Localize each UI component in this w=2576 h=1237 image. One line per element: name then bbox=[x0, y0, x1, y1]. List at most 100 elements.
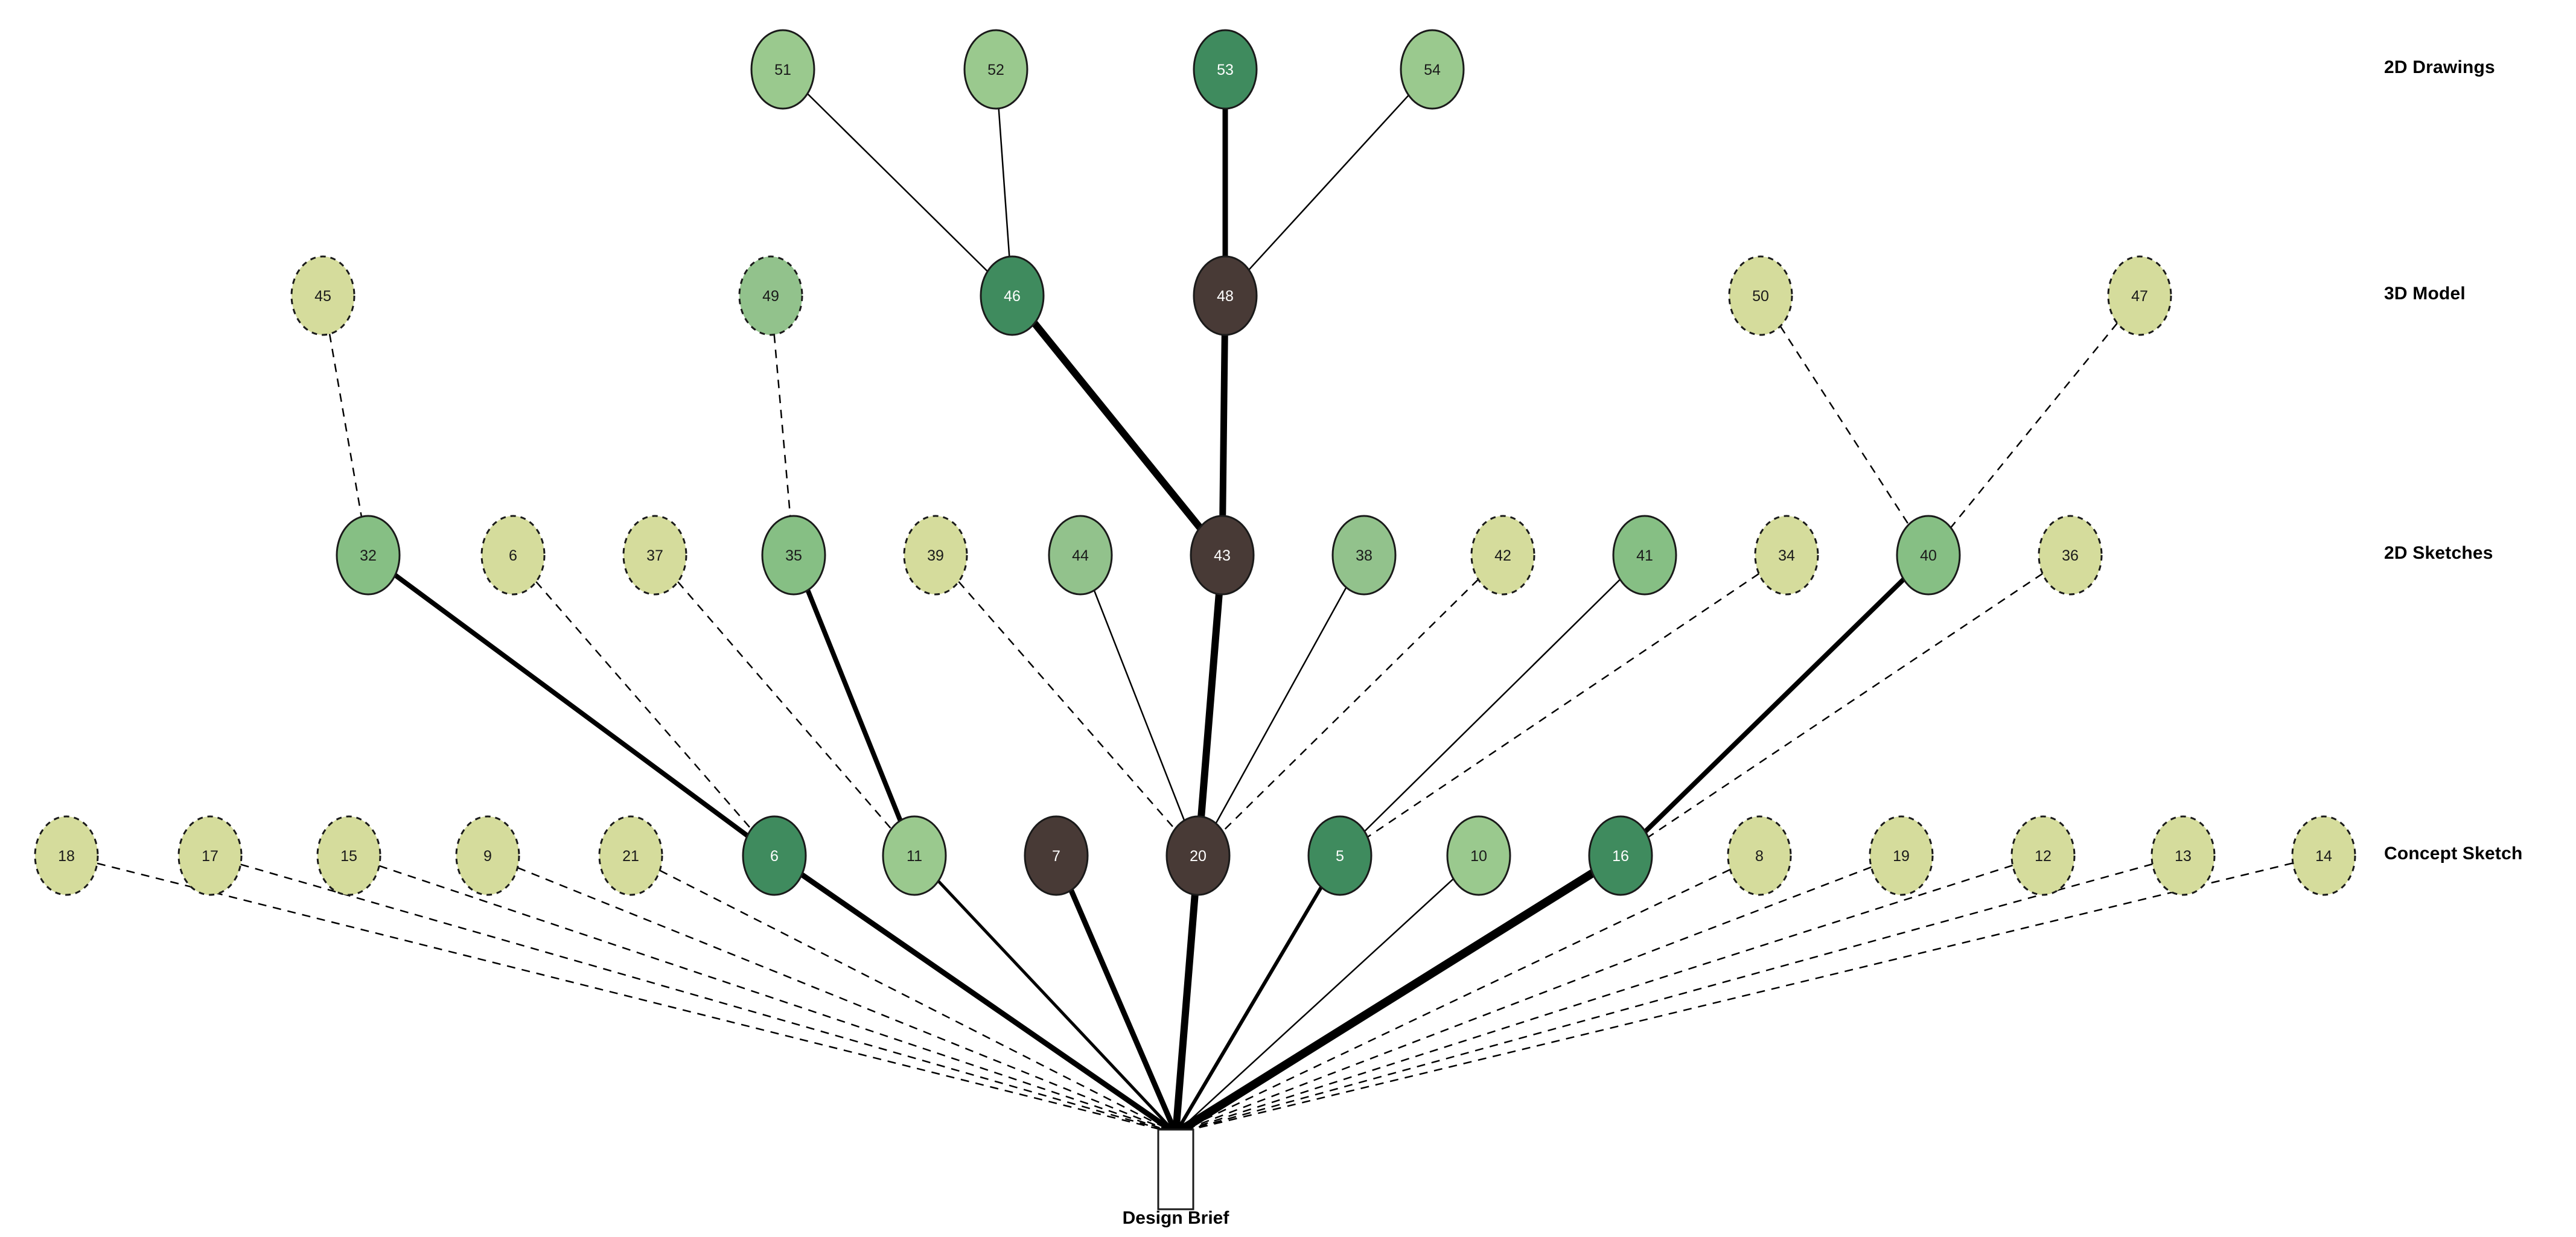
graph-node[interactable]: 19 bbox=[1869, 815, 1934, 896]
graph-node[interactable]: 20 bbox=[1165, 815, 1231, 896]
node-shape[interactable] bbox=[316, 815, 381, 896]
graph-edge bbox=[240, 863, 1176, 1134]
graph-node[interactable]: 42 bbox=[1470, 515, 1535, 596]
node-shape[interactable] bbox=[1727, 815, 1792, 896]
graph-node[interactable]: 16 bbox=[1588, 815, 1653, 896]
node-shape[interactable] bbox=[336, 515, 401, 596]
graph-node[interactable]: 35 bbox=[761, 515, 826, 596]
graph-edge bbox=[1173, 870, 1595, 1137]
graph-node[interactable]: 34 bbox=[1754, 515, 1819, 596]
node-shape[interactable] bbox=[2107, 255, 2172, 336]
graph-node[interactable]: 39 bbox=[903, 515, 968, 596]
graph-node[interactable]: 12 bbox=[2010, 815, 2076, 896]
graph-node[interactable]: 21 bbox=[598, 815, 663, 896]
node-shape[interactable] bbox=[1024, 815, 1089, 896]
graph-node[interactable]: 36 bbox=[2038, 515, 2103, 596]
node-shape[interactable] bbox=[177, 815, 243, 896]
node-shape[interactable] bbox=[1165, 815, 1231, 896]
node-shape[interactable] bbox=[761, 515, 826, 596]
node-shape[interactable] bbox=[1470, 515, 1535, 596]
graph-edge bbox=[1222, 579, 1479, 832]
graph-node[interactable]: 52 bbox=[963, 29, 1028, 110]
node-shape[interactable] bbox=[1307, 815, 1372, 896]
graph-node[interactable]: 50 bbox=[1728, 255, 1793, 336]
graph-node[interactable]: 18 bbox=[34, 815, 99, 896]
graph-node[interactable]: 6 bbox=[742, 815, 807, 896]
graph-node[interactable]: 54 bbox=[1400, 29, 1465, 110]
node-shape[interactable] bbox=[1190, 515, 1255, 596]
graph-node[interactable]: 8 bbox=[1727, 815, 1792, 896]
node-shape[interactable] bbox=[1193, 255, 1258, 336]
node-shape[interactable] bbox=[1754, 515, 1819, 596]
node-shape[interactable] bbox=[963, 29, 1028, 110]
graph-node[interactable]: 7 bbox=[1024, 815, 1089, 896]
graph-node[interactable]: 43 bbox=[1190, 515, 1255, 596]
node-shape[interactable] bbox=[1193, 29, 1258, 110]
graph-node[interactable]: 51 bbox=[750, 29, 815, 110]
node-layer: 51 52 53 54 45 49 46 48 50 47 32 6 37 35 39 44 43 38 42 41 3… bbox=[34, 29, 2356, 1210]
graph-edge bbox=[328, 334, 363, 517]
graph-edge bbox=[1219, 334, 1228, 517]
graph-edge bbox=[97, 862, 1176, 1134]
node-shape[interactable] bbox=[598, 815, 663, 896]
node-shape[interactable] bbox=[1869, 815, 1934, 896]
graph-node[interactable]: 41 bbox=[1612, 515, 1677, 596]
node-shape[interactable] bbox=[1896, 515, 1961, 596]
node-shape[interactable] bbox=[290, 255, 355, 336]
graph-node[interactable]: 32 bbox=[336, 515, 401, 596]
node-shape[interactable] bbox=[1400, 29, 1465, 110]
node-shape[interactable] bbox=[1331, 515, 1397, 596]
node-shape[interactable] bbox=[480, 515, 546, 596]
graph-edge bbox=[1363, 579, 1621, 832]
node-shape[interactable] bbox=[1048, 515, 1113, 596]
node-shape[interactable] bbox=[455, 815, 520, 896]
graph-node[interactable]: 15 bbox=[316, 815, 381, 896]
edge-layer bbox=[97, 93, 2294, 1137]
node-shape[interactable] bbox=[2150, 815, 2216, 896]
graph-node[interactable]: 13 bbox=[2150, 815, 2216, 896]
graph-node[interactable]: 5 bbox=[1307, 815, 1372, 896]
graph-node[interactable]: 46 bbox=[980, 255, 1045, 336]
node-shape[interactable] bbox=[2010, 815, 2076, 896]
graph-node[interactable]: 48 bbox=[1193, 255, 1258, 336]
node-shape[interactable] bbox=[1728, 255, 1793, 336]
node-shape[interactable] bbox=[1612, 515, 1677, 596]
graph-node[interactable]: 49 bbox=[738, 255, 803, 336]
graph-node[interactable]: 45 bbox=[290, 255, 355, 336]
row-2d-sketches-label: 2D Sketches bbox=[2384, 543, 2493, 563]
node-shape[interactable] bbox=[750, 29, 815, 110]
node-shape[interactable] bbox=[34, 815, 99, 896]
graph-node[interactable]: 6 bbox=[480, 515, 546, 596]
root-node-shape[interactable] bbox=[1157, 1128, 1194, 1210]
node-shape[interactable] bbox=[2291, 815, 2356, 896]
node-shape[interactable] bbox=[980, 255, 1045, 336]
graph-node[interactable]: 44 bbox=[1048, 515, 1113, 596]
graph-edge bbox=[659, 870, 1176, 1134]
graph-node[interactable]: 40 bbox=[1896, 515, 1961, 596]
graph-node[interactable]: 11 bbox=[882, 815, 947, 896]
graph-node[interactable]: 14 bbox=[2291, 815, 2356, 896]
graph-edge bbox=[805, 589, 903, 822]
node-shape[interactable] bbox=[2038, 515, 2103, 596]
graph-node[interactable]: 38 bbox=[1331, 515, 1397, 596]
node-shape[interactable] bbox=[903, 515, 968, 596]
graph-edge bbox=[1175, 878, 1454, 1134]
graph-node[interactable]: 10 bbox=[1446, 815, 1511, 896]
graph-edge bbox=[517, 867, 1176, 1134]
graph-edge bbox=[998, 108, 1010, 257]
graph-node[interactable]: 47 bbox=[2107, 255, 2172, 336]
node-shape[interactable] bbox=[882, 815, 947, 896]
graph-edge bbox=[1175, 863, 2153, 1134]
node-shape[interactable] bbox=[1588, 815, 1653, 896]
graph-node[interactable]: 53 bbox=[1193, 29, 1258, 110]
graph-edge bbox=[1093, 590, 1185, 821]
graph-edge bbox=[1172, 894, 1199, 1134]
graph-node[interactable]: 9 bbox=[455, 815, 520, 896]
node-shape[interactable] bbox=[1446, 815, 1511, 896]
graph-edge bbox=[1031, 320, 1203, 530]
graph-node[interactable]: 17 bbox=[177, 815, 243, 896]
graph-node[interactable]: 37 bbox=[622, 515, 687, 596]
node-shape[interactable] bbox=[742, 815, 807, 896]
node-shape[interactable] bbox=[622, 515, 687, 596]
node-shape[interactable] bbox=[738, 255, 803, 336]
